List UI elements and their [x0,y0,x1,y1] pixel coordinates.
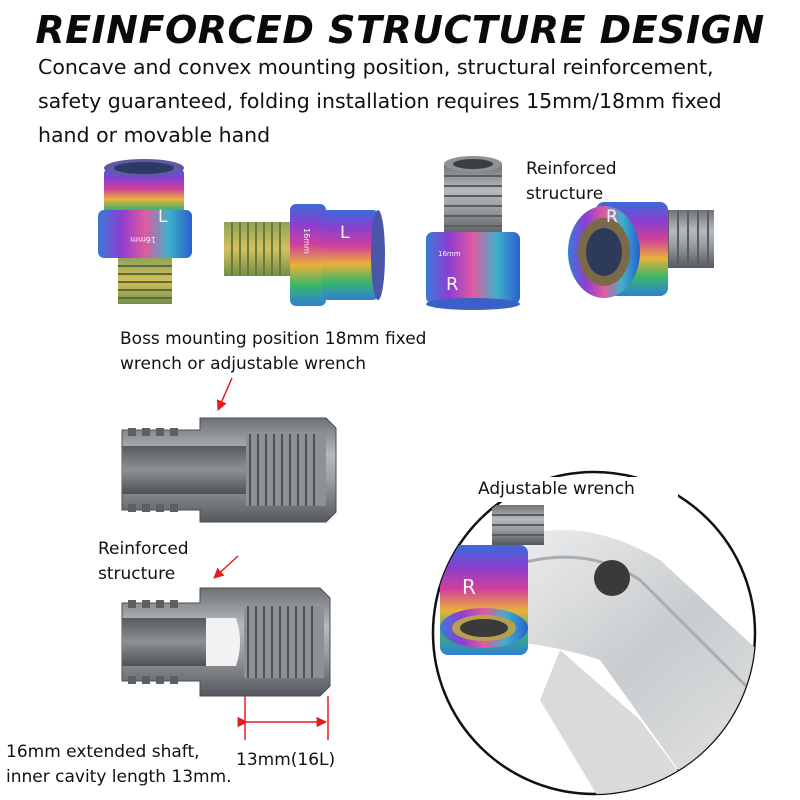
bolt-l-upright: L 16mm [98,159,192,304]
mark-r-3: R [462,575,476,599]
arrow-icon [213,555,239,579]
size-mark-1: 16mm [130,235,156,244]
mark-l-2: L [340,223,350,243]
label-extended-shaft: 16mm extended shaft, inner cavity length… [6,742,232,787]
mark-r-2: R [606,207,618,227]
mark-l-1: L [158,207,168,227]
cross-section-bottom [121,587,331,740]
description-text: Concave and convex mounting position, st… [38,55,722,147]
wrench-photo: R [431,470,757,796]
bolt-l-sideways: L 16mm [224,204,385,306]
label-dimension: 13mm(16L) [236,750,336,770]
label-adjustable-wrench: Adjustable wrench [478,477,678,502]
label-reinforced-top: Reinforced structure [526,159,617,204]
bolt-r-upright: R 16mm [426,156,520,310]
label-boss-mounting: Boss mounting position 18mm fixed wrench… [120,329,427,374]
mark-r-1: R [446,274,459,295]
bolt-r-angled: R [568,202,714,298]
page-title: REINFORCED STRUCTURE DESIGN [35,8,765,52]
arrow-icon [216,377,233,411]
size-mark-2: 16mm [302,228,311,254]
size-mark-3: 16mm [438,250,461,258]
cross-section-top [121,417,337,523]
label-reinforced-left: Reinforced structure [98,539,189,584]
